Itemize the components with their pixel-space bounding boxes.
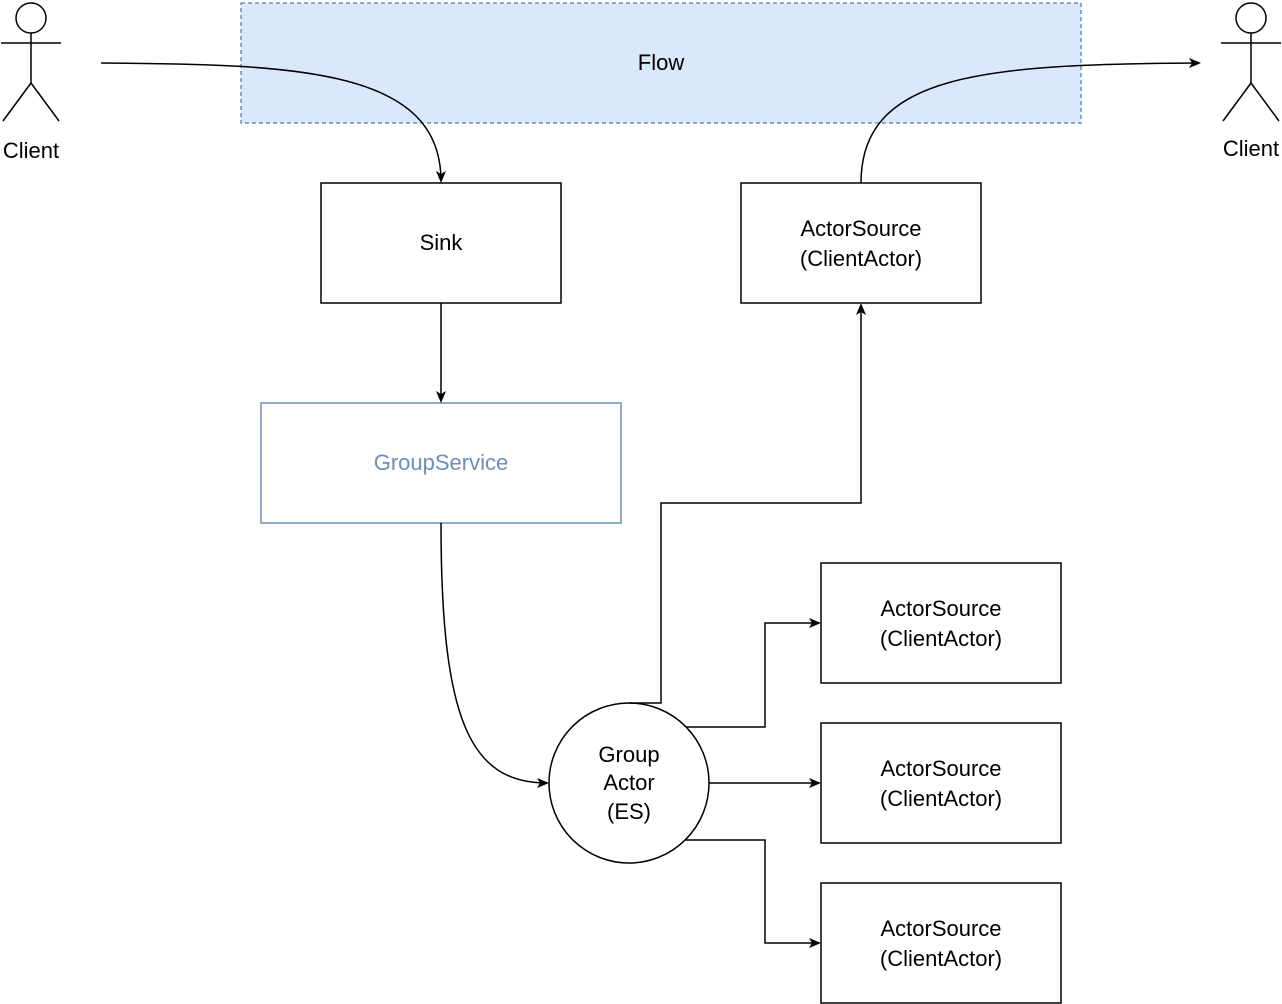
client-label-left: Client <box>3 138 59 163</box>
actor-source-box <box>820 882 1062 1004</box>
edge-group-actor-to-actor-source-3 <box>686 839 821 948</box>
edge-group-actor-to-actor-source-top <box>629 303 866 704</box>
actor-head-icon <box>15 2 47 34</box>
sink-label: Sink <box>420 230 464 255</box>
client-actor-left <box>1 2 61 122</box>
group-actor-node: Group Actor (ES) <box>548 702 710 864</box>
flow-label: Flow <box>638 50 685 75</box>
client-actor-right <box>1221 2 1281 122</box>
client-label-right: Client <box>1223 136 1279 161</box>
actor-source-top-line2: (ClientActor) <box>800 246 922 271</box>
edge-group-service-to-group-actor <box>440 522 549 788</box>
sink-box <box>320 182 562 304</box>
actor-source-line1: ActorSource <box>880 756 1001 781</box>
actor-source-node-2: ActorSource (ClientActor) <box>820 722 1062 844</box>
actor-source-line2: (ClientActor) <box>880 786 1002 811</box>
actor-source-top-line1: ActorSource <box>800 216 921 241</box>
flow-container: Flow <box>240 2 1082 124</box>
group-actor-line3: (ES) <box>607 799 651 824</box>
actor-source-node-1: ActorSource (ClientActor) <box>820 562 1062 684</box>
actor-source-top-node: ActorSource (ClientActor) <box>740 182 982 304</box>
edge-client-to-sink <box>100 62 446 183</box>
actor-source-line1: ActorSource <box>880 916 1001 941</box>
connectors <box>100 58 1201 948</box>
group-actor-line2: Actor <box>603 770 654 795</box>
sink-node: Sink <box>320 182 562 304</box>
group-service-box <box>260 402 622 524</box>
actor-source-line2: (ClientActor) <box>880 626 1002 651</box>
actor-source-line1: ActorSource <box>880 596 1001 621</box>
edge-group-actor-to-actor-source-1 <box>686 618 821 728</box>
actor-head-icon <box>1235 2 1267 34</box>
group-service-node: GroupService <box>260 402 622 524</box>
group-service-label: GroupService <box>374 450 509 475</box>
flow-box <box>240 2 1082 124</box>
edge-actor-source-to-client <box>860 58 1201 184</box>
group-actor-line1: Group <box>598 742 659 767</box>
actor-source-top-box <box>740 182 982 304</box>
actor-source-box <box>820 722 1062 844</box>
actor-source-node-3: ActorSource (ClientActor) <box>820 882 1062 1004</box>
actor-source-box <box>820 562 1062 684</box>
actor-source-line2: (ClientActor) <box>880 946 1002 971</box>
